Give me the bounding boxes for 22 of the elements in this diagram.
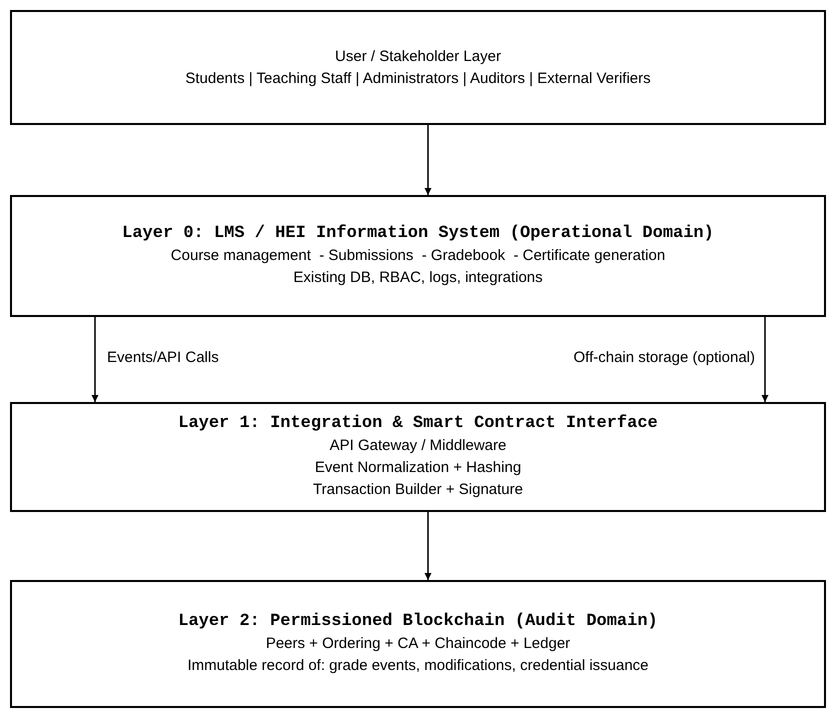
edge-label: Off-chain storage (optional) [574,348,755,366]
layer-detail: Peers + Ordering + CA + Chaincode + Ledger [266,634,570,654]
arrow [92,317,98,402]
arrow [424,512,432,580]
layer-title: Layer 1: Integration & Smart Contract Interface [178,413,658,435]
layer-title: Layer 2: Permissioned Blockchain (Audit Domain) [178,611,658,633]
layer-detail: Event Normalization + Hashing [314,458,522,478]
layer-title: User / Stakeholder Layer [335,46,501,66]
edge-label: Events/API Calls [107,348,219,366]
layer-box [10,10,826,125]
layer-box [10,195,826,317]
layer-detail: Students | Teaching Staff | Administrators | Auditors | External Verifiers [185,68,651,88]
layer-title: Layer 0: LMS / HEI Information System (Operational Domain) [122,223,714,245]
arrow [424,125,432,195]
layer-detail: API Gateway / Middleware [330,436,506,456]
layer-detail: Immutable record of: grade events, modifications, credential issuance [187,656,649,676]
layer-detail: Course management - Submissions - Gradebook - Certificate generation [170,246,666,266]
layer-detail: Transaction Builder + Signature [313,480,523,500]
layer-box [10,402,826,512]
arrow [762,317,768,402]
layer-box [10,580,826,708]
layer-detail: Existing DB, RBAC, logs, integrations [293,268,543,288]
